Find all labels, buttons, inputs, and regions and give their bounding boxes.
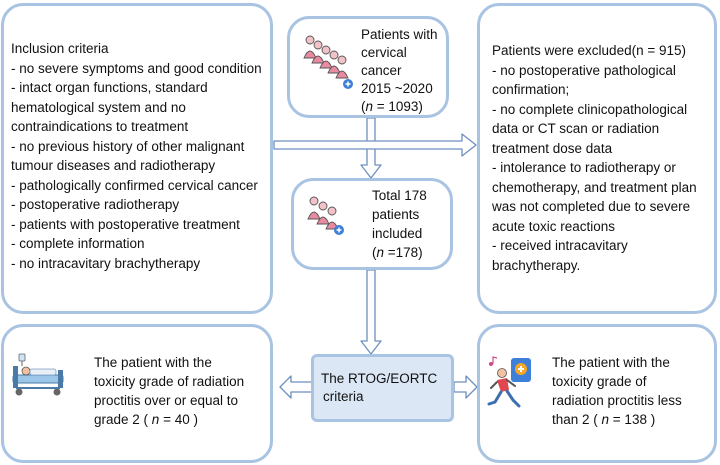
inclusion-item: hematological system and no — [11, 99, 186, 115]
n-value: =178) — [384, 245, 423, 260]
grade-high-box — [1, 324, 273, 463]
inclusion-item: - no previous history of other malignant — [11, 138, 245, 154]
included-count: (n =178) — [372, 245, 423, 260]
inclusion-item: - complete information — [11, 236, 145, 251]
hospital-bed-icon — [12, 353, 64, 396]
arrow-criteria-to-low-grade — [453, 375, 478, 399]
criteria-line: The RTOG/EORTC — [321, 371, 438, 386]
grade-low-line: radiation proctitis less — [552, 393, 682, 408]
criteria-box — [311, 354, 454, 422]
n-symbol: n — [376, 245, 385, 260]
inclusion-item: - pathologically confirmed cervical canc… — [11, 177, 258, 193]
excluded-item: - received intracavitary — [492, 238, 628, 253]
n-symbol: n — [365, 99, 374, 114]
inclusion-item: contraindications to treatment — [11, 119, 189, 134]
excluded-item: acute toxic reactions — [492, 218, 616, 234]
patients-total-line: 2015 ~2020 — [361, 81, 433, 96]
inclusion-item: tumour diseases and radiotherapy — [11, 158, 216, 173]
excluded-item: was not completed due to severe — [492, 199, 691, 214]
inclusion-item: - no intracavitary brachytherapy — [11, 255, 201, 271]
patient-group-icon — [303, 35, 353, 89]
arrow-inclusion-to-excluded — [273, 133, 477, 157]
included-line: included — [372, 226, 423, 241]
included-text: Total 178 patients included (n =178) — [372, 186, 427, 262]
n-symbol: n — [151, 412, 160, 427]
patients-total-line: cervical — [361, 45, 407, 60]
patients-total-line: Patients with — [361, 27, 438, 42]
grade-low-count: than 2 ( n = 138 ) — [552, 410, 682, 429]
included-line: Total 178 — [372, 188, 427, 203]
excluded-item: confirmation; — [492, 82, 570, 97]
grade-low-prefix: than 2 ( — [552, 412, 602, 427]
grade-high-line: The patient with the — [94, 355, 212, 370]
included-line: patients — [372, 207, 420, 222]
excluded-box — [477, 3, 717, 314]
excluded-item: - no postoperative pathological — [492, 62, 676, 78]
criteria-text: The RTOG/EORTC criteria — [321, 370, 437, 406]
inclusion-item: - patients with postoperative treatment — [11, 216, 240, 232]
patient-group-icon — [307, 196, 344, 235]
inclusion-heading: Inclusion criteria — [11, 41, 109, 56]
grade-low-line: The patient with the — [552, 355, 670, 370]
grade-high-line: toxicity grade of radiation — [94, 374, 245, 389]
patients-total-count: (n = 1093) — [361, 99, 423, 114]
n-value: = 40 ) — [159, 412, 198, 427]
grade-high-text: The patient with the toxicity grade of r… — [94, 353, 244, 429]
n-value: = 138 ) — [609, 412, 656, 427]
n-symbol: n — [601, 412, 610, 427]
grade-high-count: grade 2 ( n = 40 ) — [94, 410, 244, 429]
criteria-line: criteria — [323, 389, 364, 404]
grade-low-line: toxicity grade of — [552, 374, 647, 389]
excluded-text: Patients were excluded(n = 915) - no pos… — [492, 41, 697, 275]
excluded-item: brachytherapy. — [492, 257, 581, 273]
inclusion-item: - no severe symptoms and good condition — [11, 60, 262, 76]
arrow-included-to-criteria — [360, 269, 382, 355]
inclusion-item: - intact organ functions, standard — [11, 80, 208, 95]
excluded-item: - intolerance to radiotherapy or — [492, 160, 676, 175]
inclusion-criteria-box — [1, 3, 273, 314]
recovering-runner-icon — [487, 356, 531, 408]
excluded-item: data or CT scan or radiation — [492, 121, 660, 136]
patients-total-box — [287, 16, 449, 118]
inclusion-criteria-text: Inclusion criteria - no severe symptoms … — [11, 39, 262, 273]
patients-total-text: Patients with cervical cancer 2015 ~2020… — [361, 26, 438, 116]
excluded-item: - no complete clinicopathological — [492, 101, 688, 117]
grade-low-text: The patient with the toxicity grade of r… — [552, 353, 682, 429]
n-value: = 1093) — [373, 99, 423, 114]
patients-total-line: cancer — [361, 63, 402, 78]
inclusion-item: - postoperative radiotherapy — [11, 197, 180, 212]
excluded-item: treatment dose data — [492, 140, 613, 156]
grade-high-line: proctitis over or equal to — [94, 393, 239, 408]
grade-high-prefix: grade 2 ( — [94, 412, 152, 427]
grade-low-box — [477, 324, 717, 463]
excluded-heading: Patients were excluded(n = 915) — [492, 43, 686, 58]
excluded-item: chemotherapy, and treatment plan — [492, 179, 697, 195]
arrow-criteria-to-high-grade — [279, 375, 313, 399]
